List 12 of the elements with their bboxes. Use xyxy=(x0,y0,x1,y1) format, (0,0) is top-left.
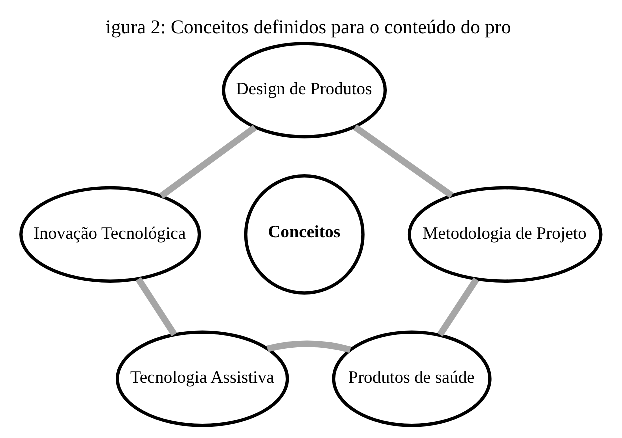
node-ellipse: Inovação Tecnológica xyxy=(20,186,202,282)
node-ellipse: Metodologia de Projeto xyxy=(408,186,603,282)
node-circle: Conceitos xyxy=(244,174,365,294)
connector xyxy=(266,340,352,353)
node-ellipse: Tecnologia Assistiva xyxy=(116,330,290,427)
node-ellipse: Produtos de saúde xyxy=(332,330,492,427)
node-ellipse: Design de Produtos xyxy=(222,42,388,138)
diagram-title: igura 2: Conceitos definidos para o conteúdo do pro xyxy=(106,16,512,38)
connector xyxy=(353,124,454,198)
connector xyxy=(438,277,480,336)
connector xyxy=(160,124,258,198)
connector xyxy=(136,276,178,336)
